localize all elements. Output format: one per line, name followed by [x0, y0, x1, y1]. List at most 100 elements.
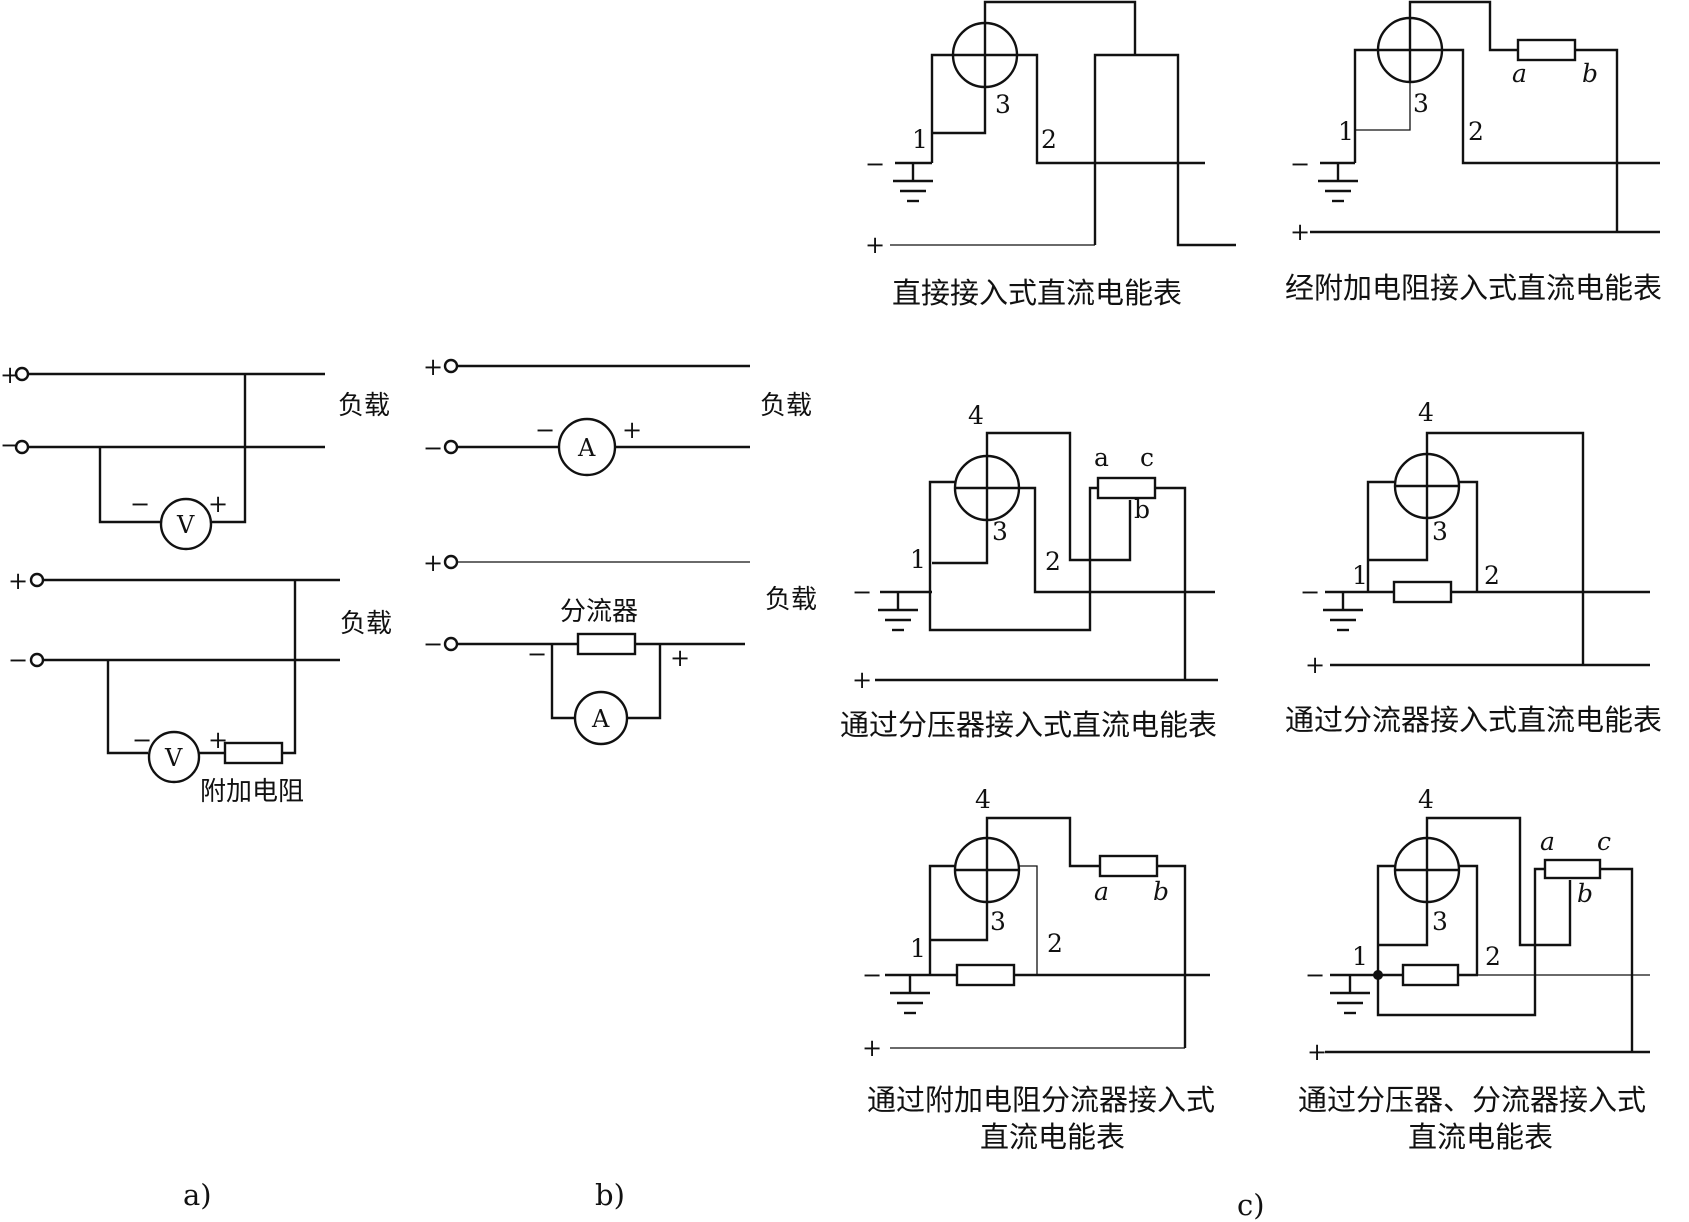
resistor-label: 附加电阻 [200, 777, 304, 807]
minus-sign: − [130, 490, 150, 518]
wire [932, 87, 987, 135]
wire [1459, 864, 1479, 975]
panel-title-line-1: 通过分压器、分流器接入式 [1298, 1083, 1646, 1117]
wire [1442, 48, 1660, 165]
minus-sign: − [1300, 578, 1320, 606]
panel-title: 直接接入式直流电能表 [892, 276, 1182, 310]
plus-sign: + [1290, 218, 1310, 246]
terminal-number: 3 [990, 907, 1006, 936]
plus-sign: + [0, 361, 20, 389]
panel-resistor-shunt: − + 1 2 3 4 a b 通过附加电阻分流器接入式 直流电能表 [862, 785, 1215, 1154]
terminal-number: 4 [1418, 398, 1434, 427]
ammeter-label: A [591, 705, 610, 733]
terminal [443, 358, 459, 374]
minus-sign: − [132, 726, 152, 754]
wire [1019, 865, 1038, 975]
wire [1366, 480, 1395, 592]
wire [550, 644, 575, 720]
wire [106, 660, 148, 755]
resistor-icon [223, 741, 284, 765]
load-label: 负载 [340, 609, 392, 639]
resistor-terminal: a [1540, 827, 1555, 856]
terminal-number: 1 [1352, 942, 1368, 971]
figure-c: − + 1 2 3 直接接入式直流电能表 − + 1 2 3 a b 经附加电阻… [840, 0, 1662, 1222]
resistor-terminal: a [1094, 877, 1109, 906]
terminal [29, 652, 45, 668]
terminal-number: 1 [1338, 117, 1354, 146]
terminal-number: 3 [1413, 89, 1429, 118]
load-label: 负载 [765, 585, 817, 615]
shunt-resistor-icon [955, 963, 1016, 987]
terminal-number: 4 [968, 401, 984, 430]
voltmeter-icon [147, 730, 201, 784]
terminal [443, 439, 459, 455]
plus-sign: + [865, 231, 885, 259]
terminal-number: 2 [1045, 547, 1061, 576]
wire [98, 447, 160, 524]
panel-title-line-1: 通过附加电阻分流器接入式 [867, 1083, 1215, 1117]
terminal-number: 2 [1485, 942, 1501, 971]
resistor-terminal: a [1512, 59, 1527, 88]
panel-title: 经附加电阻接入式直流电能表 [1285, 271, 1662, 305]
resistor-terminal: b [1153, 877, 1169, 906]
figure-b: + − A − + 负载 + − A − + 分流器 负载 b) [423, 353, 817, 1212]
terminal-number: 2 [1047, 929, 1063, 958]
wire [1019, 486, 1215, 594]
terminal-number: 4 [975, 785, 991, 814]
wire [1155, 486, 1187, 680]
wire [930, 53, 953, 163]
minus-sign: − [1290, 150, 1310, 178]
terminal-number: 1 [1352, 561, 1368, 590]
panel-title: 通过分流器接入式直流电能表 [1285, 703, 1662, 737]
resistor-terminal: b [1577, 879, 1593, 908]
panel-series-resistor: − + 1 2 3 a b 经附加电阻接入式直流电能表 [1285, 0, 1662, 305]
terminal-number: 2 [1468, 117, 1484, 146]
terminal-number: 3 [1432, 517, 1448, 546]
wire [1425, 816, 1572, 947]
wire [928, 864, 955, 975]
resistor-terminal: b [1582, 59, 1598, 88]
terminal-number: 1 [910, 934, 926, 963]
wire [1600, 867, 1634, 1052]
shunt-circuit: + − A − + 分流器 负载 [423, 549, 817, 746]
wire [1378, 902, 1429, 947]
ammeter-label: A [577, 434, 596, 462]
plus-sign: + [670, 644, 690, 672]
ammeter-circuit: + − A − + 负载 [423, 353, 812, 477]
load-label: 负载 [760, 391, 812, 421]
voltmeter-circuit: + − V − + 负载 [0, 361, 390, 551]
minus-sign: − [8, 646, 28, 674]
resistor-icon [1098, 854, 1159, 878]
minus-sign: − [862, 961, 882, 989]
voltmeter-resistor-circuit: + − V − + 负载 附加电阻 [8, 567, 392, 807]
wire [1376, 864, 1395, 975]
wire [1353, 48, 1378, 163]
plus-sign: + [862, 1034, 882, 1062]
minus-sign: − [852, 578, 872, 606]
load-label: 负载 [338, 391, 390, 421]
resistor-terminal: b [1134, 495, 1150, 524]
wire [1459, 480, 1479, 592]
wire [1425, 431, 1585, 665]
resistor-terminal: c [1597, 827, 1611, 856]
wire [928, 480, 1098, 632]
plus-sign: + [423, 353, 443, 381]
wire [1368, 518, 1429, 562]
terminal-number: 3 [992, 517, 1008, 546]
plus-sign: + [208, 726, 228, 754]
terminal-number: 4 [1418, 785, 1434, 814]
wire [983, 0, 1137, 55]
figure-a: + − V − + 负载 + − V − + 负载 附加电阻 a) [0, 361, 392, 1212]
plus-sign: + [8, 567, 28, 595]
minus-sign: − [865, 150, 885, 178]
wire [1093, 53, 1236, 247]
plus-sign: + [423, 549, 443, 577]
voltmeter-label: V [176, 511, 195, 539]
terminal-number: 1 [912, 125, 928, 154]
panel-voltage-divider: − + 1 2 3 4 a c b 通过分压器接入式直流电能表 [840, 401, 1218, 742]
plus-sign: + [852, 666, 872, 694]
panel-shunt: − + 1 2 3 4 通过分流器接入式直流电能表 [1285, 398, 1662, 737]
terminal [29, 572, 45, 588]
shunt-resistor-icon [1401, 963, 1460, 987]
